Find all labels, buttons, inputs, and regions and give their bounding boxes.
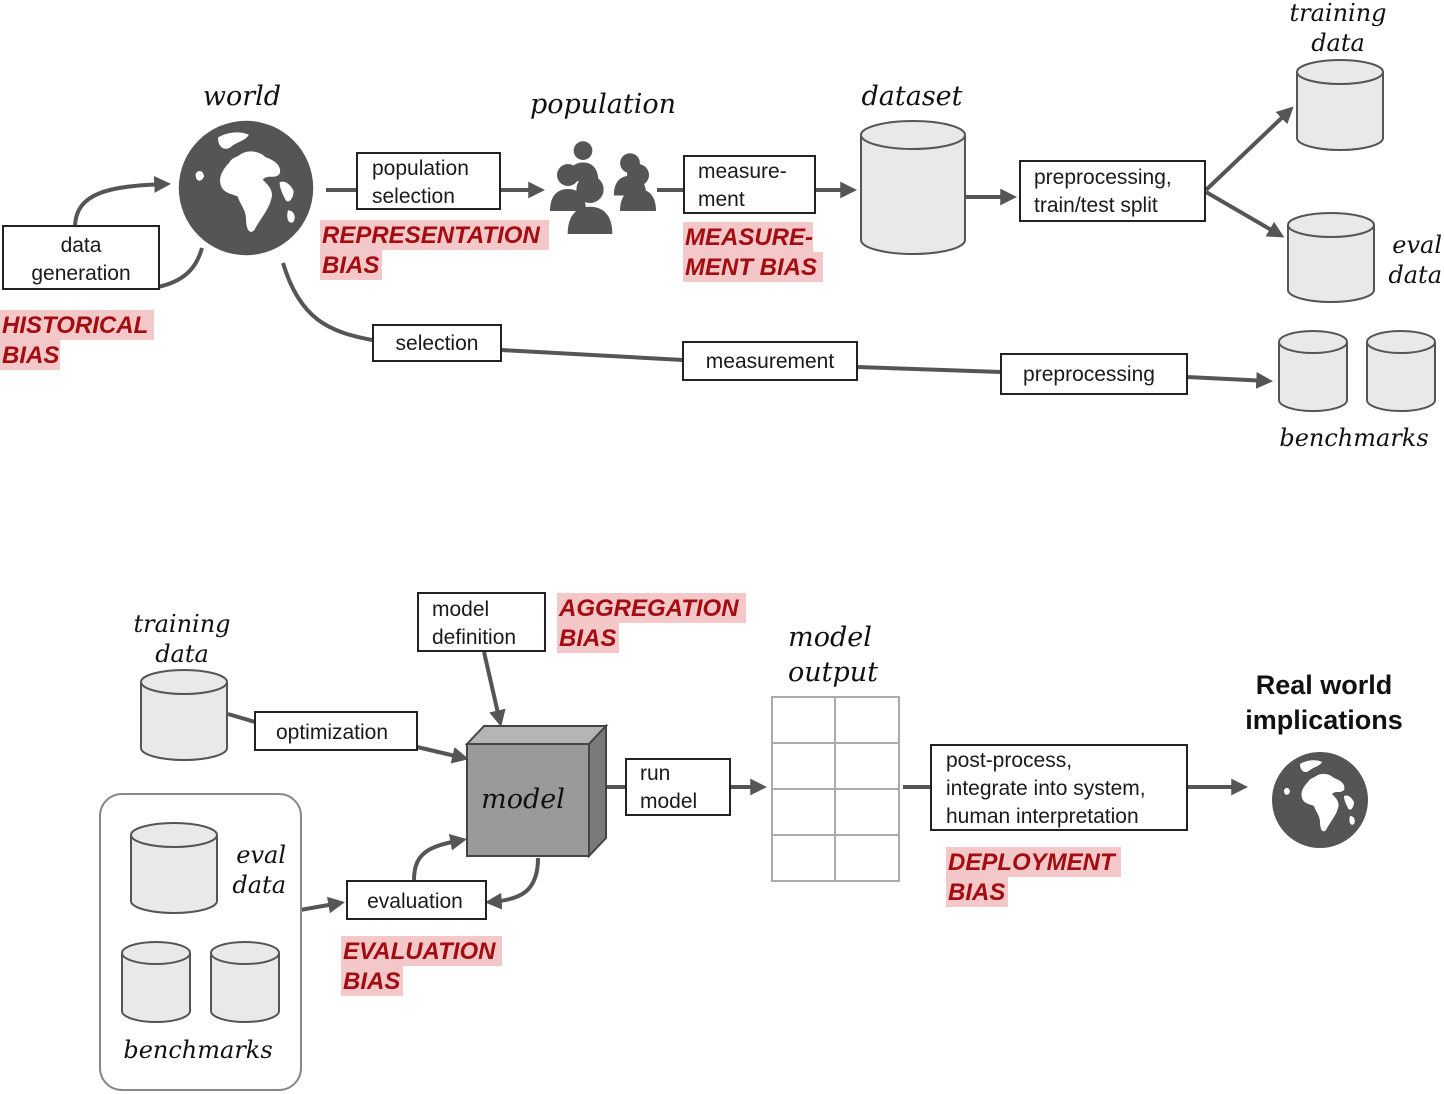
connector-model-to-evaluation (484, 857, 540, 910)
population-label: population (530, 89, 676, 120)
measurement-box: measure- ment (683, 155, 816, 214)
aggregation-bias-line1: AGGREGATION (558, 595, 739, 622)
deployment-bias-line1: DEPLOYMENT (948, 849, 1117, 876)
dataset-cylinder (860, 120, 966, 255)
top-training-data-label-line1: training (1289, 0, 1386, 27)
bottom-eval-data-label-line1: eval (236, 841, 286, 869)
connector-selection-to-measurement (500, 348, 684, 362)
bottom-benchmark-cylinder-1 (121, 941, 191, 1023)
dataset-label: dataset (861, 81, 962, 112)
bottom-eval-data-cylinder (130, 822, 218, 914)
post-process-box: post-process, integrate into system, hum… (930, 744, 1188, 831)
evaluation-bias-line2: BIAS (343, 968, 400, 995)
world-label: world (203, 81, 281, 112)
evaluation-box: evaluation (346, 880, 487, 920)
population-selection-line2: selection (372, 185, 455, 208)
representation-bias-label: REPRESENTATION BIAS (320, 220, 549, 280)
selection-text: selection (396, 332, 479, 355)
top-eval-data-label-line1: eval (1392, 231, 1442, 259)
model-output-label-line1: model (788, 622, 872, 653)
preprocessing-split-line2: train/test split (1034, 194, 1158, 217)
optimization-box: optimization (254, 711, 418, 751)
post-process-line2: integrate into system, (946, 777, 1146, 800)
run-model-box: run model (625, 758, 731, 816)
top-training-data-cylinder (1296, 59, 1384, 151)
representation-bias-line1: REPRESENTATION (322, 222, 540, 249)
measurement-line1: measure- (698, 160, 787, 183)
connector-training-to-optimization (227, 712, 256, 724)
data-generation-box: data generation (2, 225, 160, 290)
connector-preprocessing-to-benchmarks (1186, 372, 1274, 389)
post-process-line3: human interpretation (946, 805, 1139, 828)
measurement-bias-label: MEASURE- MENT BIAS (683, 222, 823, 282)
connector-modeldef-to-model (482, 651, 506, 727)
preprocessing-split-line1: preprocessing, (1034, 166, 1172, 189)
top-training-data-label-line2: data (1311, 29, 1365, 57)
historical-bias-line2: BIAS (2, 342, 59, 369)
preprocessing-text: preprocessing (1023, 363, 1155, 386)
preprocessing-box: preprocessing (1000, 353, 1188, 395)
top-benchmark-cylinder-2 (1366, 330, 1436, 412)
evaluation-bias-label: EVALUATION BIAS (341, 936, 502, 996)
connector-optimization-to-model (416, 745, 469, 764)
post-process-line1: post-process, (946, 749, 1072, 772)
model-cube: model (464, 723, 609, 859)
connector-world-to-selection (281, 262, 373, 342)
historical-bias-label: HISTORICAL BIAS (0, 310, 154, 370)
real-world-line1: Real world (1256, 670, 1393, 700)
aggregation-bias-label: AGGREGATION BIAS (557, 593, 746, 653)
model-label: model (481, 784, 565, 815)
evaluation-bias-line1: EVALUATION (343, 938, 496, 965)
population-people-icon (550, 141, 656, 234)
bottom-training-data-cylinder (140, 669, 228, 761)
model-output-grid (771, 696, 900, 882)
population-selection-box: population selection (356, 152, 501, 210)
connector-preprocessing-to-eval (1204, 190, 1285, 238)
top-benchmark-cylinder-1 (1278, 330, 1348, 412)
connector-world-to-datagen (157, 247, 204, 289)
evaluation-text: evaluation (367, 890, 463, 913)
model-definition-line2: definition (432, 626, 516, 649)
data-generation-line1: data (61, 234, 102, 257)
measurement-lower-text: measurement (706, 350, 835, 373)
aggregation-bias-line2: BIAS (559, 625, 616, 652)
real-world-line2: implications (1245, 705, 1403, 735)
bottom-training-data-label-line1: training (133, 610, 230, 638)
deployment-bias-line2: BIAS (948, 879, 1005, 906)
measurement-line2: ment (698, 188, 745, 211)
data-generation-line2: generation (31, 262, 130, 285)
measurement-bias-line1: MEASURE- (685, 224, 813, 251)
connector-measurement-to-preprocessing (856, 365, 1002, 374)
top-eval-data-label-line2: data (1388, 261, 1442, 289)
bottom-training-data-label-line2: data (155, 640, 209, 668)
connector-datagen-to-world (73, 176, 172, 229)
run-model-line1: run (640, 762, 670, 785)
representation-bias-line2: BIAS (322, 252, 379, 279)
model-definition-box: model definition (417, 592, 546, 652)
connector-evalbox-to-evaluation (299, 896, 345, 914)
top-benchmarks-label: benchmarks (1279, 424, 1428, 452)
population-selection-line1: population (372, 157, 469, 180)
preprocessing-split-box: preprocessing, train/test split (1019, 160, 1206, 222)
measurement-lower-box: measurement (682, 341, 858, 381)
model-output-label-line2: output (788, 657, 878, 688)
run-model-line2: model (640, 790, 697, 813)
bottom-benchmarks-label: benchmarks (123, 1036, 272, 1064)
real-world-globe-icon (1272, 752, 1368, 848)
measurement-bias-line2: MENT BIAS (685, 254, 817, 281)
connector-evaluation-to-model (412, 833, 467, 881)
selection-box: selection (372, 324, 502, 362)
bottom-benchmark-cylinder-2 (210, 941, 280, 1023)
optimization-text: optimization (276, 721, 388, 744)
model-definition-line1: model (432, 598, 489, 621)
bottom-eval-data-label-line2: data (232, 871, 286, 899)
top-eval-data-cylinder (1287, 212, 1375, 303)
deployment-bias-label: DEPLOYMENT BIAS (946, 847, 1121, 907)
connector-preprocessing-to-training (1204, 106, 1294, 192)
historical-bias-line1: HISTORICAL (2, 312, 148, 339)
world-globe-icon (178, 120, 314, 256)
